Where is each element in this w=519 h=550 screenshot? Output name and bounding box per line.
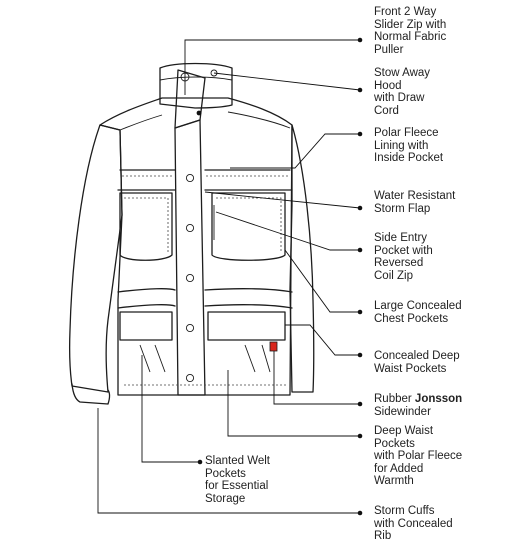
callout-hood: Stow Away Hood with Draw Cord [374, 67, 431, 117]
waist-pocket-right [207, 311, 286, 341]
leader-lines [97, 37, 363, 516]
chest-pocket-right [211, 192, 286, 261]
callout-welt: Slanted Welt Pockets for Essential Stora… [205, 455, 270, 505]
callout-storm-flap: Water Resistant Storm Flap [374, 190, 456, 215]
callout-deep-waist: Deep Waist Pockets with Polar Fleece for… [374, 425, 463, 488]
left-cuff [71, 383, 111, 405]
left-sleeve [68, 124, 123, 393]
sidewinder-text-pre: Rubber [374, 393, 415, 405]
callout-zip: Front 2 Way Slider Zip with Normal Fabri… [374, 6, 447, 56]
sidewinder-brand: Jonsson [414, 393, 463, 405]
sidewinder-tab [269, 341, 278, 352]
callout-chest-pockets: Large Concealed Chest Pockets [374, 300, 462, 325]
sidewinder-text-post: Sidewinder [374, 405, 431, 418]
callout-cuffs: Storm Cuffs with Concealed Rib [374, 505, 453, 543]
right-sleeve [289, 124, 315, 393]
waist-pocket-left [119, 311, 173, 341]
callout-waist-pockets: Concealed Deep Waist Pockets [374, 350, 460, 375]
chest-pocket-left [119, 192, 173, 261]
callout-sidewinder: Rubber Jonsson Sidewinder [374, 393, 462, 418]
collar [159, 62, 233, 109]
callout-side-entry: Side Entry Pocket with Reversed Coil Zip [374, 232, 433, 282]
storm-flap [174, 119, 206, 396]
jacket-illustration [68, 62, 315, 405]
callout-fleece-lining: Polar Fleece Lining with Inside Pocket [374, 127, 444, 165]
